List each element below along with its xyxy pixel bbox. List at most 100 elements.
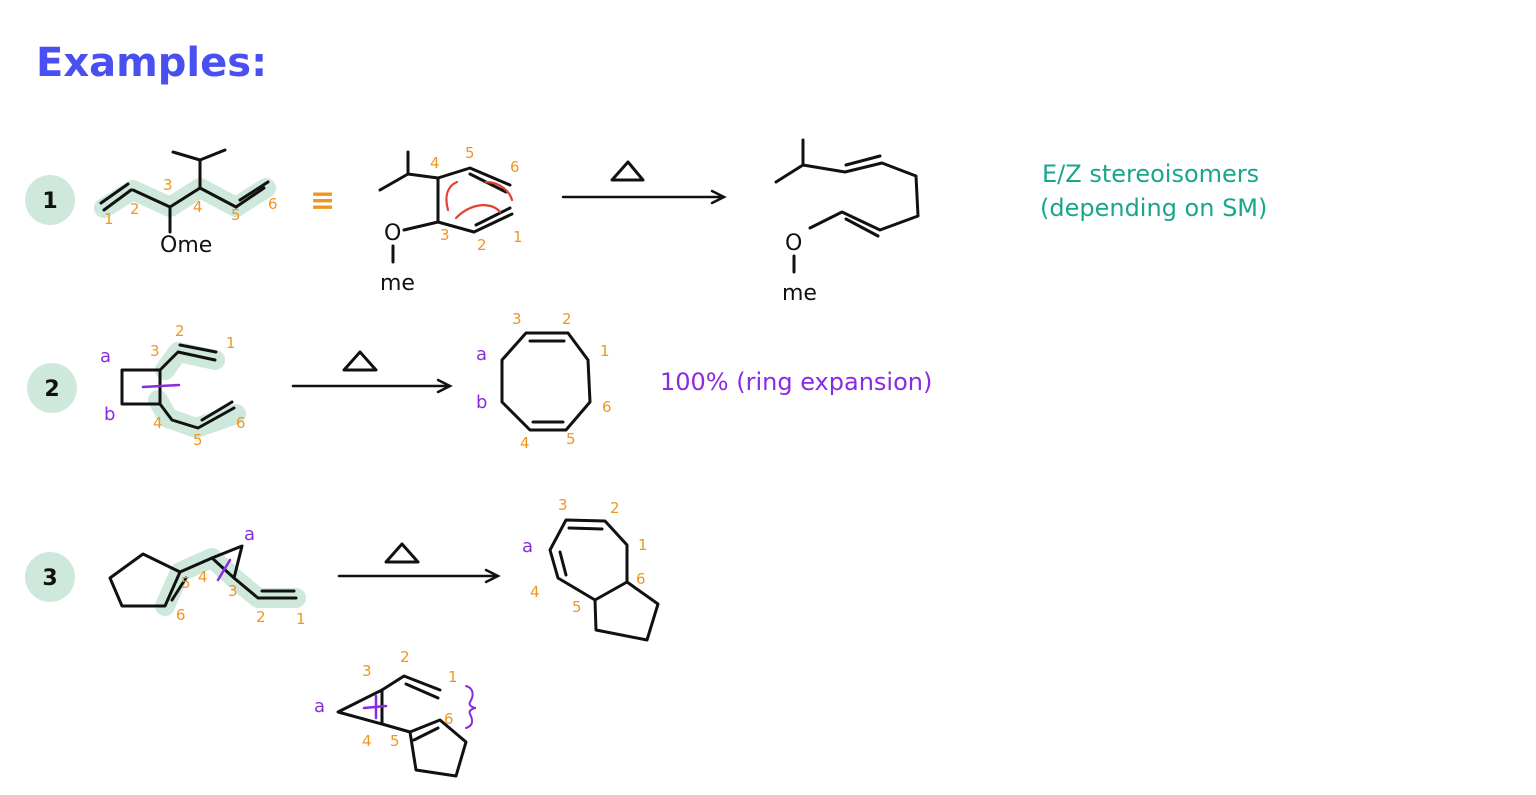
sm1-label-4: 4 <box>193 198 203 216</box>
example-1-badge <box>25 175 75 225</box>
reaction-arrowhead <box>710 189 727 205</box>
example-3-arrow <box>337 542 501 584</box>
product-oxygen: O <box>785 231 802 256</box>
product-double-top <box>567 526 604 531</box>
prod2-label-3: 3 <box>512 310 522 328</box>
sm1-label-5: 5 <box>231 206 241 224</box>
sm2-label-1: 1 <box>226 334 236 352</box>
conf-bond-4-3-2-1 <box>436 176 514 234</box>
conf3-ring-double <box>412 726 440 742</box>
cycloheptadiene-ring <box>548 518 629 602</box>
sm3-label-6: 6 <box>176 606 186 624</box>
conf-label-6: 6 <box>510 158 520 176</box>
sm2-label-6: 6 <box>236 414 246 432</box>
conf-label-3: 3 <box>440 226 450 244</box>
sm2-label-2: 2 <box>175 322 185 340</box>
sm3-label-3: 3 <box>228 582 238 600</box>
vinyl-double-bottom <box>200 400 234 422</box>
sm3-label-4: 4 <box>198 568 208 586</box>
reaction-arrowhead <box>436 378 453 394</box>
prod3-label-2: 2 <box>610 499 620 517</box>
prod2-label-1: 1 <box>600 342 610 360</box>
cyclooctadiene-ring <box>500 331 592 432</box>
example-1-starting-material: Ome 1 2 3 4 5 6 <box>94 148 278 258</box>
heat-symbol <box>342 350 378 372</box>
bond-c1-c2-double <box>99 182 130 205</box>
sm2-label-5: 5 <box>193 431 203 449</box>
product-methyl: me <box>782 281 817 306</box>
example-2-arrow <box>291 350 453 394</box>
conf-bond-3-o <box>402 220 440 232</box>
example-1-conformation: O me 4 5 6 3 2 1 <box>378 144 523 296</box>
example-1-note-line2: (depending on SM) <box>1040 194 1267 222</box>
sm3-ring-label-a: a <box>244 524 255 545</box>
backbone-bonds <box>131 186 238 209</box>
sm3-label-1: 1 <box>296 610 306 628</box>
conf-label-4: 4 <box>430 154 440 172</box>
conf-bond-4-5-6 <box>436 166 512 187</box>
prod2-label-5: 5 <box>566 430 576 448</box>
prod2-label-2: 2 <box>562 310 572 328</box>
example-2-product: 3 2 1 6 4 5 a b <box>476 310 612 452</box>
example-3-starting-material: a 5 4 3 6 2 1 <box>108 524 306 628</box>
sm3-label-5: 5 <box>181 574 191 592</box>
conf3-label-1: 1 <box>448 668 458 686</box>
electron-arrow-3 <box>484 180 514 202</box>
bond-c5-c6 <box>234 186 266 209</box>
equivalence-sign: ≡ <box>310 183 335 218</box>
product-double-bond-upper <box>844 154 882 167</box>
conf-label-5: 5 <box>465 144 475 162</box>
conf-bond-2-1-double <box>474 206 512 227</box>
cyclopropane-ring <box>210 544 244 580</box>
sm1-label-2: 2 <box>130 200 140 218</box>
conf3-vinyl <box>380 674 442 692</box>
example-3-conformation: a 3 2 1 6 4 5 <box>314 648 477 778</box>
prod2-ring-label-b: b <box>476 392 487 413</box>
ring-label-b: b <box>104 404 115 425</box>
vinyl-group-bottom <box>158 402 236 430</box>
bond-break-mark <box>216 558 232 582</box>
conf3-label-3: 3 <box>362 662 372 680</box>
prod2-ring-label-a: a <box>476 344 487 365</box>
conf-oxygen: O <box>384 221 401 246</box>
ring-label-a: a <box>100 346 111 367</box>
sm1-label-1: 1 <box>104 210 114 228</box>
example-3: 3 a 5 4 3 6 2 1 3 <box>25 496 660 778</box>
sm2-label-3: 3 <box>150 342 160 360</box>
conf3-break-mark <box>362 694 388 720</box>
sm2-label-4: 4 <box>153 414 163 432</box>
electron-arrow-2 <box>454 204 502 220</box>
prod3-label-6: 6 <box>636 570 646 588</box>
example-2-note: 100% (ring expansion) <box>660 368 932 396</box>
prod3-label-3: 3 <box>558 496 568 514</box>
prod2-label-6: 6 <box>602 398 612 416</box>
sm3-label-2: 2 <box>256 608 266 626</box>
example-2-number: 2 <box>44 377 59 402</box>
vinyl-chain <box>232 576 298 600</box>
prod3-label-4: 4 <box>530 583 540 601</box>
conf-isopropyl <box>378 150 440 192</box>
example-3-product: 3 2 1 6 4 5 a <box>522 496 660 642</box>
reaction-arrowhead <box>484 568 501 584</box>
vinyl-group-top <box>158 350 217 372</box>
conf3-label-2: 2 <box>400 648 410 666</box>
conf3-label-6: 6 <box>444 710 454 728</box>
cyclopentene-double <box>170 576 188 602</box>
conf-methyl: me <box>380 271 415 296</box>
bond-c5-c6-double <box>238 180 270 202</box>
conf-label-1: 1 <box>513 228 523 246</box>
bond-5-4 <box>178 556 214 574</box>
conf-label-2: 2 <box>477 236 487 254</box>
vinyl-double-top <box>178 343 218 354</box>
conf3-label-4: 4 <box>362 732 372 750</box>
prod3-label-1: 1 <box>638 536 648 554</box>
prod2-label-4: 4 <box>520 434 530 452</box>
electron-arrow-1 <box>445 180 459 212</box>
product-double-bond-lower <box>844 217 880 238</box>
heat-symbol <box>384 542 420 564</box>
bond-break-mark <box>141 383 181 389</box>
isopropyl-group <box>171 148 227 190</box>
page-title: Examples: <box>36 40 267 86</box>
cyclopentene-ring <box>108 552 182 608</box>
